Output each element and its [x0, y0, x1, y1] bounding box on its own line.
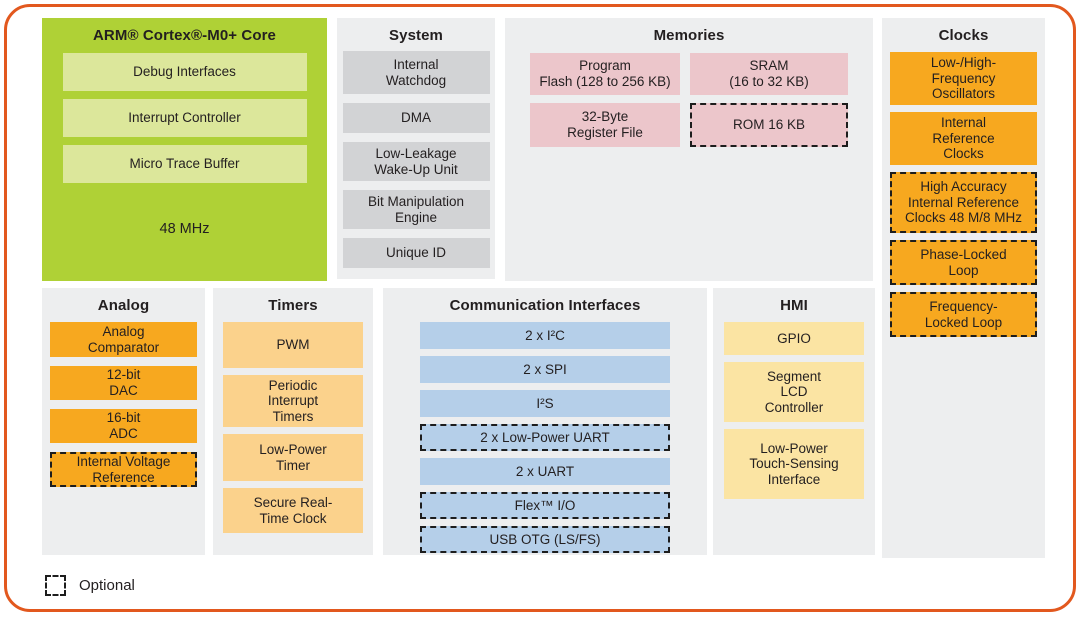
- core-frequency-label: 48 MHz: [159, 221, 210, 237]
- block-16bit-adc: 16-bit ADC: [50, 409, 197, 443]
- block-spi: 2 x SPI: [420, 356, 670, 383]
- block-program-flash: Program Flash (128 to 256 KB): [530, 53, 680, 95]
- section-arm-core: ARM® Cortex®-M0+ Core Debug Interfaces I…: [42, 18, 327, 281]
- block-periodic-interrupt-timers: Periodic Interrupt Timers: [223, 375, 363, 427]
- communication-blocks: 2 x I²C 2 x SPI I²S 2 x Low-Power UART 2…: [383, 322, 707, 553]
- section-memories: Memories Program Flash (128 to 256 KB) S…: [505, 18, 873, 281]
- block-register-file: 32-Byte Register File: [530, 103, 680, 147]
- block-internal-reference-clocks: Internal Reference Clocks: [890, 112, 1037, 165]
- hmi-blocks: GPIO Segment LCD Controller Low-Power To…: [713, 322, 875, 499]
- legend-optional: Optional: [45, 575, 135, 596]
- block-gpio: GPIO: [724, 322, 864, 355]
- hmi-title: HMI: [780, 297, 808, 314]
- mcu-block-diagram-frame: ARM® Cortex®-M0+ Core Debug Interfaces I…: [4, 4, 1076, 612]
- section-hmi: HMI GPIO Segment LCD Controller Low-Powe…: [713, 288, 875, 555]
- block-i2s: I²S: [420, 390, 670, 417]
- arm-core-blocks: Debug Interfaces Interrupt Controller Mi…: [42, 53, 327, 183]
- block-low-leakage-wakeup-unit: Low-Leakage Wake-Up Unit: [342, 142, 490, 181]
- arm-core-title: ARM® Cortex®-M0+ Core: [93, 27, 276, 44]
- clocks-title: Clocks: [938, 27, 989, 44]
- block-flex-io: Flex™ I/O: [420, 492, 670, 519]
- block-uart: 2 x UART: [420, 458, 670, 485]
- block-dma: DMA: [342, 103, 490, 133]
- communication-interfaces-title: Communication Interfaces: [449, 297, 641, 314]
- timers-title: Timers: [268, 297, 318, 314]
- analog-title: Analog: [97, 297, 150, 314]
- memories-title: Memories: [653, 27, 725, 44]
- block-internal-watchdog: Internal Watchdog: [342, 51, 490, 94]
- block-high-accuracy-internal-reference-clocks: High Accuracy Internal Reference Clocks …: [890, 172, 1037, 233]
- section-analog: Analog Analog Comparator 12-bit DAC 16-b…: [42, 288, 205, 555]
- block-low-power-timer: Low-Power Timer: [223, 434, 363, 481]
- section-system: System Internal Watchdog DMA Low-Leakage…: [337, 18, 495, 279]
- block-interrupt-controller: Interrupt Controller: [62, 99, 307, 137]
- block-low-high-frequency-oscillators: Low-/High- Frequency Oscillators: [890, 52, 1037, 105]
- block-sram: SRAM (16 to 32 KB): [690, 53, 848, 95]
- block-rom: ROM 16 KB: [690, 103, 848, 147]
- block-bit-manipulation-engine: Bit Manipulation Engine: [342, 190, 490, 229]
- block-low-power-uart: 2 x Low-Power UART: [420, 424, 670, 451]
- block-usb-otg: USB OTG (LS/FS): [420, 526, 670, 553]
- block-unique-id: Unique ID: [342, 238, 490, 268]
- section-clocks: Clocks Low-/High- Frequency Oscillators …: [882, 18, 1045, 558]
- analog-blocks: Analog Comparator 12-bit DAC 16-bit ADC …: [42, 322, 205, 487]
- section-communication-interfaces: Communication Interfaces 2 x I²C 2 x SPI…: [383, 288, 707, 555]
- optional-legend-label: Optional: [79, 577, 135, 594]
- block-secure-real-time-clock: Secure Real- Time Clock: [223, 488, 363, 533]
- system-title: System: [389, 27, 443, 44]
- memories-blocks: Program Flash (128 to 256 KB) SRAM (16 t…: [505, 53, 873, 147]
- block-i2c: 2 x I²C: [420, 322, 670, 349]
- block-debug-interfaces: Debug Interfaces: [62, 53, 307, 91]
- block-frequency-locked-loop: Frequency- Locked Loop: [890, 292, 1037, 337]
- block-pwm: PWM: [223, 322, 363, 368]
- clocks-blocks: Low-/High- Frequency Oscillators Interna…: [882, 52, 1045, 337]
- optional-dashed-swatch-icon: [45, 575, 66, 596]
- block-internal-voltage-reference: Internal Voltage Reference: [50, 452, 197, 487]
- block-12bit-dac: 12-bit DAC: [50, 366, 197, 400]
- block-phase-locked-loop: Phase-Locked Loop: [890, 240, 1037, 285]
- block-micro-trace-buffer: Micro Trace Buffer: [62, 145, 307, 183]
- timers-blocks: PWM Periodic Interrupt Timers Low-Power …: [213, 322, 373, 533]
- block-low-power-touch-sensing-interface: Low-Power Touch-Sensing Interface: [724, 429, 864, 499]
- block-segment-lcd-controller: Segment LCD Controller: [724, 362, 864, 422]
- block-analog-comparator: Analog Comparator: [50, 322, 197, 357]
- system-blocks: Internal Watchdog DMA Low-Leakage Wake-U…: [337, 51, 495, 268]
- section-timers: Timers PWM Periodic Interrupt Timers Low…: [213, 288, 373, 555]
